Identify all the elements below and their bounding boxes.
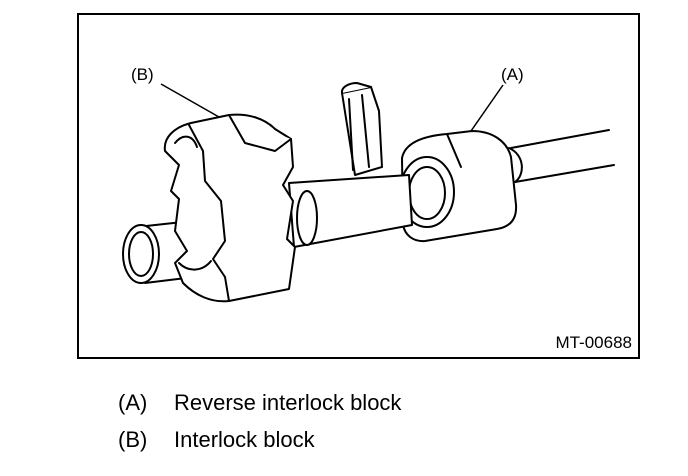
interlock-block-shape (163, 113, 296, 303)
callout-leader-lines (160, 83, 504, 132)
leader-line-a (470, 84, 504, 132)
legend-label: Reverse interlock block (174, 390, 402, 415)
center-shaft (288, 82, 413, 248)
legend-item-b: (B) Interlock block (118, 427, 315, 453)
leader-line-b (160, 83, 220, 118)
callout-a-label: (A) (501, 65, 524, 84)
legend-item-a: (A) Reverse interlock block (118, 390, 401, 416)
callout-b-label: (B) (131, 65, 154, 84)
legend-key: (B) (118, 427, 148, 452)
figure-frame: (B) (A) MT-00688 (77, 13, 640, 359)
figure-id-label: MT-00688 (555, 333, 632, 352)
reverse-interlock-block-shape (399, 130, 518, 243)
legend-key: (A) (118, 390, 148, 415)
legend-label: Interlock block (174, 427, 315, 452)
shift-rail-assembly-icon (122, 82, 615, 303)
shift-rail-rod (508, 129, 615, 183)
